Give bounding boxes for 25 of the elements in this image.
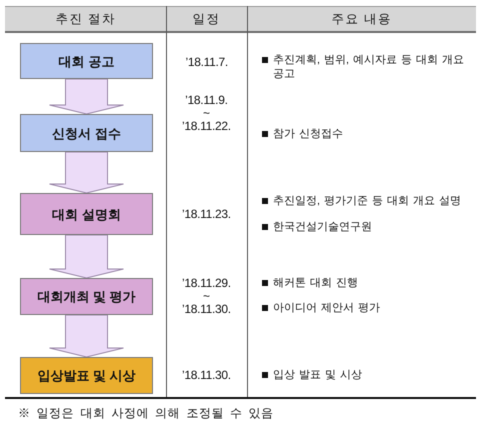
block-arrow (49, 234, 124, 279)
block-arrow (49, 314, 124, 358)
description-text: 추진계획, 범위, 예시자료 등 대회 개요 공고 (273, 53, 465, 81)
date-text: ’18.11.29. ~ ’18.11.30. (182, 276, 231, 316)
column-header: 주요 내용 (332, 11, 392, 28)
description-text: 해커톤 대회 진행 (273, 276, 359, 290)
date-text: ’18.11.30. (182, 368, 231, 382)
process-box: 대회 설명회 (20, 193, 153, 235)
block-arrow (49, 78, 124, 115)
block-arrow (49, 152, 124, 194)
column-header: 추진 절차 (56, 11, 116, 28)
process-box: 신청서 접수 (20, 114, 153, 152)
footnote-text: ※ 일정은 대회 사정에 의해 조정될 수 있음 (18, 404, 274, 422)
description-text: 추진일정, 평가기준 등 대회 개요 설명 (273, 194, 462, 208)
process-box: 대회개최 및 평가 (20, 278, 153, 315)
description-text: 입상 발표 및 시상 (273, 368, 363, 382)
description-text: 아이디어 제안서 평가 (273, 301, 381, 315)
description-text: 참가 신청접수 (273, 127, 344, 141)
date-text: ’18.11.7. (186, 56, 228, 68)
process-box: 입상발표 및 시상 (20, 357, 153, 394)
column-header: 일정 (192, 11, 220, 28)
description-text: 한국건설기술연구원 (273, 220, 373, 234)
date-text: ’18.11.9. ~ ’18.11.22. (182, 94, 231, 132)
process-box: 대회 공고 (20, 43, 153, 79)
date-text: ’18.11.23. (182, 208, 231, 220)
